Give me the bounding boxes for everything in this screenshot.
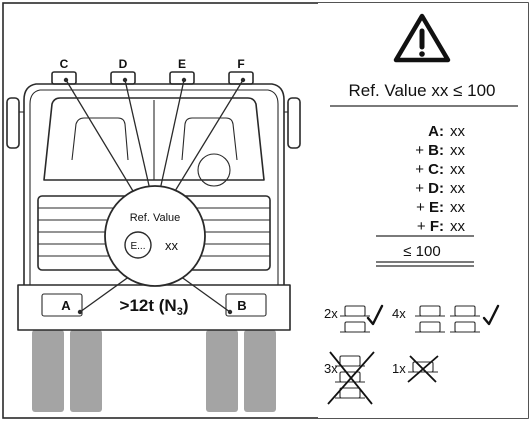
- sum-row-f-value: xx: [450, 218, 466, 235]
- sum-row-b: + B:: [415, 142, 444, 159]
- checkmark-icon: [366, 304, 384, 326]
- headlight-right: [225, 293, 267, 317]
- truck: C D E F Ref. Value E... xx A B >: [6, 57, 301, 412]
- rule-4x-ok: 4x: [392, 304, 500, 333]
- rule-2x-ok: 2x: [324, 304, 384, 333]
- svg-text:2x: 2x: [324, 306, 338, 321]
- sensor-label-d: D: [119, 57, 128, 71]
- rule-1x-not-ok: 1x: [392, 355, 439, 383]
- warning-triangle-icon: [393, 13, 451, 63]
- bumper: [17, 284, 291, 331]
- connection-lines: [65, 79, 244, 313]
- sum-row-c-value: xx: [450, 161, 466, 178]
- ref-value-title: Ref. Value: [130, 212, 181, 224]
- svg-text:1x: 1x: [392, 361, 406, 376]
- info-panel: [318, 3, 528, 418]
- checkmark-icon: [482, 304, 500, 326]
- sensor-label-c: C: [60, 57, 69, 71]
- gauge-badge-label: E...: [130, 241, 145, 252]
- vehicle-class-label: >12t (N3): [120, 296, 189, 318]
- tires: [32, 330, 276, 412]
- sum-row-a: A:: [428, 123, 444, 140]
- mirror-right: [287, 97, 301, 149]
- sum-row-c: + C:: [415, 161, 444, 178]
- cross-icon: [407, 355, 439, 383]
- sum-row-e: + E:: [416, 199, 444, 216]
- sum-row-d-value: xx: [450, 180, 466, 197]
- sum-list: A: xx + B: xx + C: xx + D: xx + E: xx + …: [415, 123, 465, 235]
- sensor-label-e: E: [178, 57, 186, 71]
- ref-value-circle: [104, 185, 206, 287]
- sum-row-b-value: xx: [450, 142, 466, 159]
- mirror-left: [6, 97, 20, 149]
- svg-text:3x: 3x: [324, 361, 338, 376]
- sensor-label-b: B: [237, 298, 246, 313]
- sum-row-d: + D:: [415, 180, 444, 197]
- headlight-left: [41, 293, 83, 317]
- sum-total: ≤ 100: [403, 243, 440, 260]
- sensor-label-f: F: [237, 57, 244, 71]
- cross-icon: [327, 351, 375, 405]
- cab-body: [23, 83, 285, 285]
- ref-value-limit: Ref. Value xx ≤ 100: [349, 81, 496, 100]
- svg-text:4x: 4x: [392, 306, 406, 321]
- sensor-label-a: A: [61, 298, 71, 313]
- ref-value-number: xx: [165, 238, 179, 253]
- sum-row-a-value: xx: [450, 123, 466, 140]
- sum-row-e-value: xx: [450, 199, 466, 216]
- gauge-badge: [124, 231, 152, 259]
- windshield: [43, 97, 265, 181]
- rule-3x-not-ok: 3x: [324, 351, 375, 405]
- sum-row-f: + F:: [417, 218, 444, 235]
